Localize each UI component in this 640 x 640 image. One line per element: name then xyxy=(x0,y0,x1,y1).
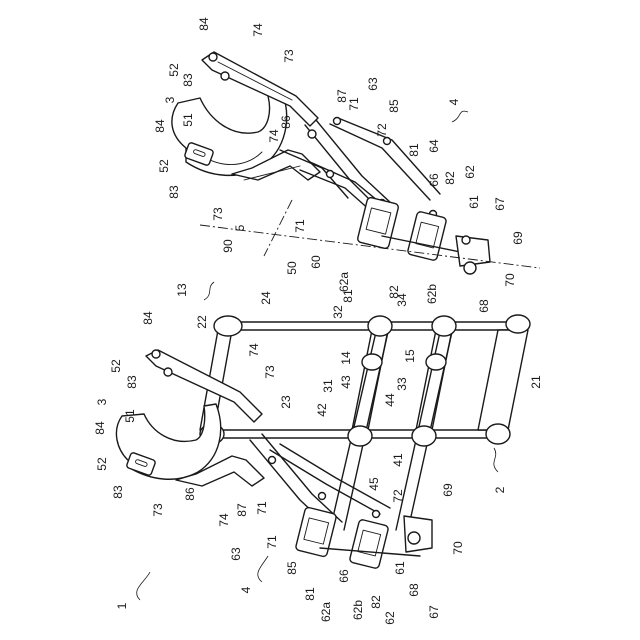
reference-numeral-l50a: 50 xyxy=(285,261,299,275)
reference-numeral-l85b: 85 xyxy=(285,561,299,575)
reference-numeral-l83d: 83 xyxy=(111,485,125,499)
reference-numeral-l73b: 73 xyxy=(211,207,225,221)
reference-numeral-l71c: 71 xyxy=(255,501,269,515)
reference-numeral-l23a: 23 xyxy=(279,395,293,409)
reference-numeral-l45a: 45 xyxy=(367,477,381,491)
reference-numeral-l22a: 22 xyxy=(195,315,209,329)
reference-numeral-l68a: 68 xyxy=(477,299,491,313)
reference-numeral-l71a: 71 xyxy=(347,97,361,111)
reference-numeral-l67a: 67 xyxy=(493,197,507,211)
reference-numeral-l71d: 71 xyxy=(265,535,279,549)
reference-numeral-l43a: 43 xyxy=(339,375,353,389)
reference-numeral-l31a: 31 xyxy=(321,379,335,393)
reference-numeral-l63b: 63 xyxy=(229,547,243,561)
reference-numeral-l52b: 52 xyxy=(157,159,171,173)
reference-numeral-l5a: 5 xyxy=(233,224,247,231)
reference-numeral-l73c: 73 xyxy=(263,365,277,379)
reference-numeral-l82c: 82 xyxy=(369,595,383,609)
reference-numeral-l60a: 60 xyxy=(309,255,323,269)
reference-numeral-l21a: 21 xyxy=(529,375,543,389)
reference-numeral-l67b: 67 xyxy=(427,605,441,619)
reference-numeral-l51b: 51 xyxy=(123,409,137,423)
reference-numeral-l74b: 74 xyxy=(267,129,281,143)
reference-numeral-l84c: 84 xyxy=(141,311,155,325)
reference-numeral-l66b: 66 xyxy=(337,569,351,583)
reference-numeral-l4a: 4 xyxy=(447,98,461,105)
reference-numeral-l61b: 61 xyxy=(393,561,407,575)
reference-numeral-l64a: 64 xyxy=(427,139,441,153)
reference-numeral-l74c: 74 xyxy=(247,343,261,357)
reference-numeral-l82a: 82 xyxy=(443,171,457,185)
reference-numeral-l72b: 72 xyxy=(391,489,405,503)
reference-numeral-l62aa: 62a xyxy=(337,272,351,292)
reference-numeral-l2a: 2 xyxy=(493,486,507,493)
reference-numeral-l14a: 14 xyxy=(339,351,353,365)
reference-numeral-l70b: 70 xyxy=(451,541,465,555)
reference-numeral-l62a: 62 xyxy=(463,165,477,179)
reference-numeral-l62ab: 62a xyxy=(319,602,333,622)
reference-numeral-l83b: 83 xyxy=(167,185,181,199)
reference-numeral-l68b: 68 xyxy=(407,583,421,597)
leader-arrow-4 xyxy=(452,111,468,122)
reference-numeral-l33a: 33 xyxy=(395,377,409,391)
reference-numeral-l41a: 41 xyxy=(391,453,405,467)
reference-numeral-l52a: 52 xyxy=(167,63,181,77)
reference-numeral-l3b: 3 xyxy=(95,398,109,405)
reference-numeral-l84b: 84 xyxy=(153,119,167,133)
reference-numeral-l81b: 81 xyxy=(341,289,355,303)
reference-numeral-l87b: 87 xyxy=(235,503,249,517)
reference-numeral-l42a: 42 xyxy=(315,403,329,417)
reference-numeral-l83c: 83 xyxy=(125,375,139,389)
reference-numeral-l3a: 3 xyxy=(163,96,177,103)
reference-numeral-l84d: 84 xyxy=(93,421,107,435)
reference-numeral-l90a: 90 xyxy=(221,239,235,253)
reference-numeral-l61a: 61 xyxy=(467,195,481,209)
reference-numeral-l83a: 83 xyxy=(181,73,195,87)
reference-numeral-l24a: 24 xyxy=(259,291,273,305)
reference-numeral-l13a: 13 xyxy=(175,283,189,297)
reference-numeral-l73d: 73 xyxy=(151,503,165,517)
reference-numeral-l70a: 70 xyxy=(503,273,517,287)
leader-arrow-2 xyxy=(204,282,214,300)
reference-numeral-l85a: 85 xyxy=(387,99,401,113)
reference-numeral-l51a: 51 xyxy=(181,113,195,127)
leader-arrow-3 xyxy=(494,448,498,472)
reference-numeral-l44a: 44 xyxy=(383,393,397,407)
reference-numeral-l34a: 34 xyxy=(395,293,409,307)
reference-numeral-l52d: 52 xyxy=(95,457,109,471)
reference-numeral-l74d: 74 xyxy=(217,513,231,527)
reference-numeral-l32a: 32 xyxy=(331,305,345,319)
reference-numeral-l62ba: 62b xyxy=(425,284,439,304)
reference-numeral-l15a: 15 xyxy=(403,349,417,363)
reference-numeral-l86a: 86 xyxy=(279,115,293,129)
reference-numeral-l52c: 52 xyxy=(109,359,123,373)
leader-arrow-1 xyxy=(258,556,268,582)
reference-numeral-l86b: 86 xyxy=(183,487,197,501)
reference-numeral-l81a: 81 xyxy=(407,143,421,157)
reference-numeral-l1a: 1 xyxy=(115,602,129,609)
reference-numeral-l4b: 4 xyxy=(239,586,253,593)
leader-arrow-0 xyxy=(137,572,150,600)
reference-numeral-l69a: 69 xyxy=(511,231,525,245)
reference-numeral-l84a: 84 xyxy=(197,17,211,31)
reference-numeral-l73a: 73 xyxy=(282,49,296,63)
reference-numeral-l66a: 66 xyxy=(427,173,441,187)
reference-numeral-l62bb: 62b xyxy=(351,600,365,620)
reference-numeral-l69b: 69 xyxy=(441,483,455,497)
reference-numeral-l81c: 81 xyxy=(303,587,317,601)
reference-numeral-l71b: 71 xyxy=(293,219,307,233)
reference-numeral-l74a: 74 xyxy=(251,23,265,37)
reference-numeral-l63a: 63 xyxy=(366,77,380,91)
reference-numeral-l62b: 62 xyxy=(383,611,397,625)
reference-numeral-l72a: 72 xyxy=(375,123,389,137)
